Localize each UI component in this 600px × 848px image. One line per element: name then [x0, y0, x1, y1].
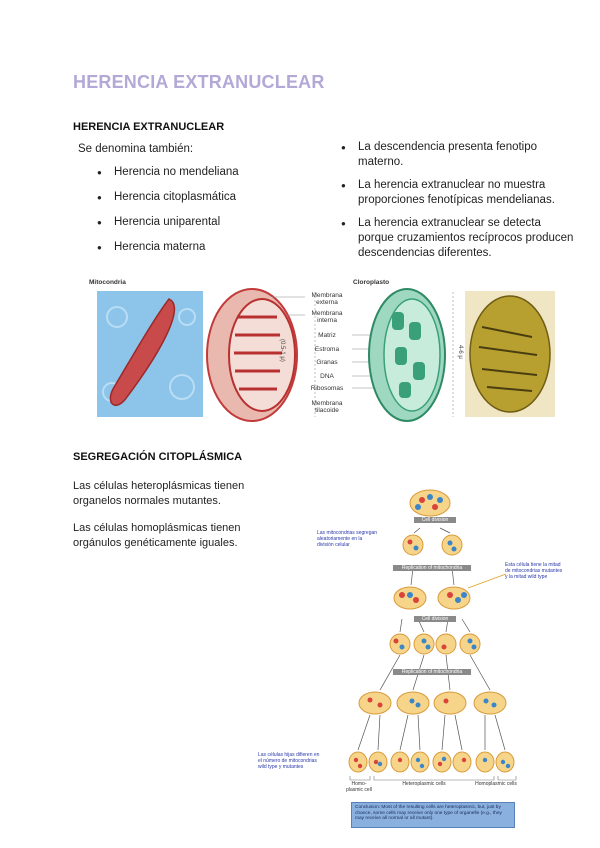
- list-item: La herencia extranuclear se detecta porq…: [341, 216, 576, 261]
- label-ribosomas: Ribosomas: [310, 385, 344, 392]
- label-membrana-tilacoide: Membrana tilacoide: [311, 400, 343, 414]
- organelle-figure: Mitocondria Cloroplasto: [87, 277, 557, 422]
- note-random-segregation: Las mitocondrias segregan aleatoriamente…: [317, 530, 378, 548]
- synonym-list: Herencia no mendeliana Herencia citoplas…: [97, 165, 297, 255]
- label-homoplasmic-right: Homoplasmic cells: [475, 781, 517, 787]
- list-item: Herencia citoplasmática: [97, 190, 297, 205]
- mito-title: Mitocondria: [89, 279, 126, 286]
- step-cell-division-1: Cell division: [414, 517, 456, 523]
- list-item: La herencia extranuclear no muestra prop…: [341, 178, 576, 208]
- label-matriz: Matriz: [318, 332, 336, 339]
- chloro-title: Cloroplasto: [353, 279, 390, 286]
- list-item: La descendencia presenta fenotipo matern…: [341, 140, 576, 170]
- homoplasmic-text: Las células homoplásmicas tienen orgánul…: [73, 522, 241, 549]
- mito-size-label: (0.5-1 μ): [279, 339, 285, 362]
- mito-shape-micro: [109, 298, 175, 407]
- step-replication-2: Replication of mitochondria: [393, 669, 471, 675]
- list-item: Herencia uniparental: [97, 215, 297, 230]
- chloro-size-label: 4-6 μ: [457, 345, 463, 359]
- label-membrana-externa: Membrana externa: [311, 292, 343, 306]
- page-title: HERENCIA EXTRANUCLEAR: [73, 72, 325, 92]
- list-item: Herencia materna: [97, 240, 297, 255]
- intro-text: Se denomina también:: [78, 143, 194, 155]
- brace-lines: [349, 776, 517, 781]
- label-granas: Granas: [316, 359, 338, 366]
- label-homoplasmic-left: Homo-plasmic cell: [346, 781, 372, 793]
- segregation-diagram: [348, 489, 515, 773]
- step-replication-1: Replication of mitochondria: [393, 565, 471, 571]
- label-heteroplasmic: Heteroplasmic cells: [402, 781, 446, 787]
- label-estroma: Estroma: [314, 346, 340, 353]
- step-cell-division-2: Cell division: [414, 616, 456, 622]
- section-heading-segregacion: SEGREGACIÓN CITOPLÁSMICA: [73, 451, 243, 463]
- list-item: Herencia no mendeliana: [97, 165, 297, 180]
- conclusion-text: Conclusion: Most of the resulting cells …: [355, 805, 502, 822]
- label-dna: DNA: [320, 373, 334, 380]
- note-daughter-cells: Las células hijas difieren en el número …: [258, 752, 320, 770]
- note-pointer: [467, 573, 507, 589]
- features-list: La descendencia presenta fenotipo matern…: [341, 140, 576, 261]
- conclusion-box: Conclusion: Most of the resulting cells …: [351, 802, 515, 828]
- label-membrana-interna: Membrana interna: [311, 310, 343, 324]
- organelle-illustration: [97, 288, 555, 422]
- note-half-mutant: Esta célula tiene la mitad de mitocondri…: [505, 562, 563, 580]
- heteroplasmic-text: Las células heteroplásmicas tienen organ…: [73, 480, 245, 507]
- section-heading-herencia: HERENCIA EXTRANUCLEAR: [73, 121, 225, 133]
